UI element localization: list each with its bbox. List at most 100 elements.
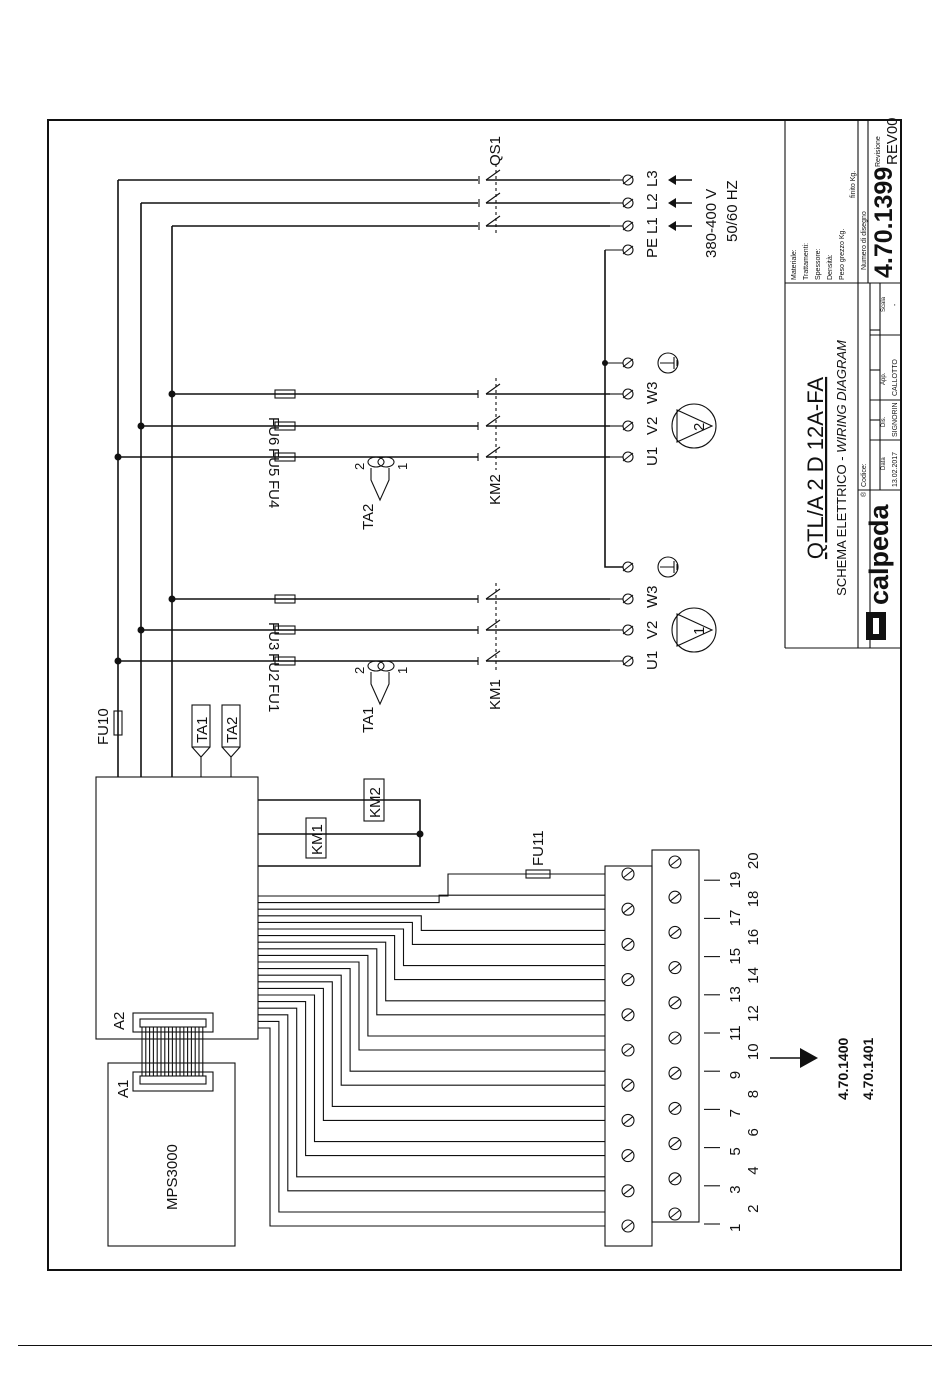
coil-km1	[305, 817, 327, 859]
terminal-number: 17	[727, 910, 744, 927]
terminal-screw	[621, 1149, 635, 1163]
motor-2-number: 2	[691, 423, 708, 431]
terminal-screw-slash	[669, 857, 681, 867]
motor-1-w3: W3	[644, 586, 661, 609]
peso-grezzo-label: Peso grezzo Kg.	[839, 229, 846, 280]
terminal-screw-slash	[669, 927, 681, 937]
pe-conductor	[604, 250, 623, 568]
revisione-label: Revisione	[875, 136, 882, 167]
terminal-screw	[668, 1101, 682, 1115]
terminal-screw-slash	[669, 1139, 681, 1149]
terminal-number: 15	[727, 948, 744, 965]
ribbon-cable	[141, 1027, 204, 1076]
motor-2-circuit: KM2 FU4 FU5 FU6 2 1 TA2 U1 V2 W3	[114, 352, 717, 530]
terminal-screw-slash	[622, 1080, 634, 1090]
terminal-screw	[621, 1113, 635, 1127]
calpeda-logo-mark-stripe	[873, 618, 879, 634]
terminal-number: 13	[727, 986, 744, 1003]
terminal-screw	[621, 937, 635, 951]
terminal-screw	[668, 855, 682, 869]
terminal-screw	[621, 1078, 635, 1092]
terminal-screws	[621, 855, 682, 1233]
terminal-number: 19	[727, 872, 744, 889]
terminal-screw-slash	[622, 1115, 634, 1125]
display-module-a1	[107, 1062, 236, 1247]
control-wire	[258, 961, 605, 1051]
control-wire	[258, 915, 605, 931]
supply-section: QS1 PE L1 L2 L3 380-400 V 50/60 HZ	[118, 136, 741, 258]
terminal-screw	[621, 1008, 635, 1022]
terminal-number: 10	[745, 1043, 762, 1060]
terminal-screw	[668, 1172, 682, 1186]
dis-value: SIGNORIN	[892, 402, 899, 437]
sensor-pin-1: 1	[395, 463, 410, 470]
control-wire	[258, 1007, 605, 1178]
data-value: 13.02.2017	[892, 452, 899, 487]
current-sensor-ta2-icon: 2 1	[352, 456, 410, 502]
fuse-fu11-label: FU11	[530, 830, 547, 866]
terminal-screw-slash	[622, 1151, 634, 1161]
motor-1-number: 1	[691, 627, 708, 635]
coil-km2-label: KM2	[367, 787, 384, 818]
motor-1-u1: U1	[644, 651, 661, 670]
motor-1-terminals	[610, 561, 634, 667]
input-ta2-label: TA2	[224, 717, 241, 743]
fuse-fu5-label: FU5	[265, 448, 282, 476]
terminal-screw	[621, 902, 635, 916]
control-wire	[258, 894, 605, 904]
contactor-km1-label: KM1	[487, 679, 504, 710]
reference-drawing-2: 4.70.1401	[860, 1038, 876, 1100]
app-value: CALLOTTO	[892, 359, 899, 396]
trattamenti-label: Trattamenti:	[803, 243, 810, 280]
terminal-screw-slash	[622, 975, 634, 985]
fuse-fu10-label: FU10	[95, 708, 112, 745]
terminal-number: 7	[727, 1109, 744, 1117]
current-sensor-ta1-icon: 2 1	[352, 660, 410, 706]
terminal-number: 11	[727, 1025, 744, 1041]
scala-value: -	[892, 303, 899, 306]
terminal-label-pe: PE	[644, 238, 661, 258]
control-wire	[258, 941, 605, 1002]
terminal-screw-slash	[622, 1186, 634, 1196]
fuse-labels-motor-2: FU4 FU5 FU6	[265, 417, 282, 508]
drawing-number: 4.70.1399	[870, 167, 898, 278]
drawing-frame	[47, 119, 902, 1271]
terminal-number: 20	[745, 852, 762, 869]
terminal-screw-slash	[622, 939, 634, 949]
terminal-screw-slash	[622, 869, 634, 879]
control-board: A2 TA1 TA2 KM1 KM2 FU11 A1 MPS3000	[95, 704, 551, 1247]
motor-2-u1: U1	[644, 447, 661, 466]
terminal-number: 12	[745, 1005, 762, 1022]
fuse-fu4-label: FU4	[265, 480, 282, 508]
terminal-number: 5	[727, 1147, 744, 1155]
input-ta1: TA1	[191, 704, 211, 777]
fuse-fu2-label: FU2	[265, 653, 282, 681]
ground-icon	[657, 352, 679, 374]
terminal-screw	[668, 890, 682, 904]
terminal-screw	[668, 996, 682, 1010]
switch-label: QS1	[487, 136, 504, 166]
terminal-screw	[668, 1207, 682, 1221]
terminal-screw	[621, 1043, 635, 1057]
terminal-screw	[621, 1219, 635, 1233]
control-wire	[258, 987, 605, 1121]
fuse-fu3-label: FU3	[265, 622, 282, 650]
registered-mark: ®	[860, 491, 868, 497]
fuse-labels-motor-1: FU1 FU2 FU3	[265, 622, 282, 712]
sensor-pin-1-ta1: 1	[395, 667, 410, 674]
terminal-number: 18	[745, 891, 762, 908]
control-wire	[258, 981, 605, 1107]
terminal-screw-slash	[622, 904, 634, 914]
motor-1-v2: V2	[644, 621, 661, 639]
input-ta1-label: TA1	[194, 717, 211, 743]
terminal-screw	[668, 1066, 682, 1080]
scala-label: Scala	[881, 296, 887, 312]
terminal-label-l2: L2	[644, 193, 661, 210]
terminal-label-l1: L1	[644, 217, 661, 234]
module-a1-label: A1	[115, 1080, 132, 1098]
model-title: QTL/A 2 D 12A-FA	[803, 377, 828, 560]
terminal-screw-slash	[622, 1010, 634, 1020]
supply-arrows-icon	[668, 175, 692, 231]
terminal-number: 14	[745, 967, 762, 984]
